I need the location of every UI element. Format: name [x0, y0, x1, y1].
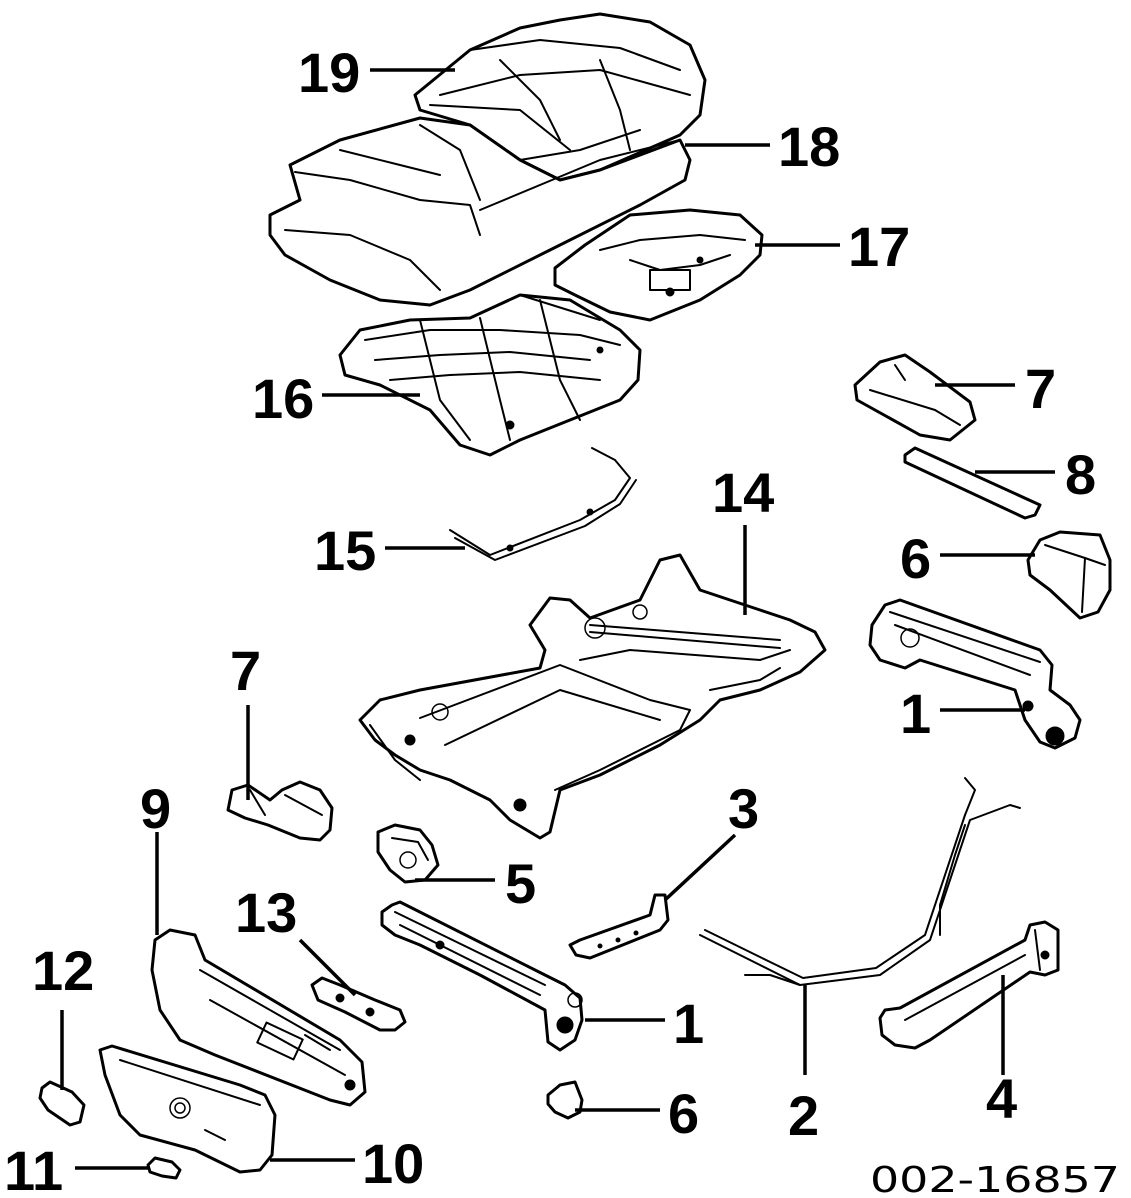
- callout-1-lower: 1: [673, 992, 704, 1055]
- leader-3: [663, 833, 737, 902]
- callout-19: 19: [298, 41, 360, 104]
- part-towel-bar: [699, 777, 1021, 986]
- callout-6-lower: 6: [668, 1082, 699, 1145]
- callout-8: 8: [1065, 443, 1096, 506]
- callout-10: 10: [362, 1132, 424, 1195]
- part-side-shield: [150, 928, 367, 1107]
- callout-17: 17: [848, 215, 910, 278]
- part-cushion-pan: [553, 208, 764, 322]
- callout-5: 5: [505, 852, 536, 915]
- callout-7-lower: 7: [230, 639, 261, 702]
- callout-4: 4: [986, 1067, 1017, 1130]
- callout-11: 11: [4, 1139, 63, 1198]
- callout-15: 15: [314, 519, 376, 582]
- part-riser: [878, 920, 1060, 1050]
- part-small-clip: [146, 1156, 182, 1180]
- part-end-cover-upper: [1026, 530, 1112, 620]
- callout-3: 3: [728, 777, 759, 840]
- part-clip: [310, 976, 407, 1032]
- part-link: [568, 893, 670, 960]
- leader-13: [298, 938, 357, 997]
- part-seat-base: [358, 553, 827, 840]
- part-adjuster-track-upper: [868, 598, 1082, 750]
- callout-13: 13: [235, 881, 297, 944]
- callout-9: 9: [140, 777, 171, 840]
- callout-labels: 19 18 17 16 7 8 15 14 6 1 7 9 3 5 13 12 …: [4, 41, 1096, 1198]
- callout-6-upper: 6: [900, 527, 931, 590]
- part-seat-cushion: [268, 116, 692, 307]
- callout-14: 14: [712, 461, 774, 524]
- part-bracket: [376, 823, 440, 884]
- reference-number: 002-16857: [870, 1160, 1120, 1198]
- part-adjuster-track-lower: [380, 900, 584, 1052]
- part-strip: [903, 446, 1042, 520]
- part-outer-shield: [98, 1044, 277, 1174]
- callout-7-upper: 7: [1025, 357, 1056, 420]
- callout-18: 18: [778, 115, 840, 178]
- callout-2: 2: [788, 1084, 819, 1147]
- part-trim-cover-upper: [853, 353, 977, 442]
- callout-12: 12: [32, 939, 94, 1002]
- part-seat-frame: [338, 293, 642, 457]
- callout-16: 16: [252, 367, 314, 430]
- leader-lines: [60, 68, 1055, 1170]
- part-trim-cover-lower: [226, 780, 334, 842]
- part-wire: [449, 447, 637, 561]
- part-end-cap: [546, 1080, 584, 1120]
- part-cover-plate: [38, 1080, 86, 1127]
- callout-1-upper: 1: [900, 682, 931, 745]
